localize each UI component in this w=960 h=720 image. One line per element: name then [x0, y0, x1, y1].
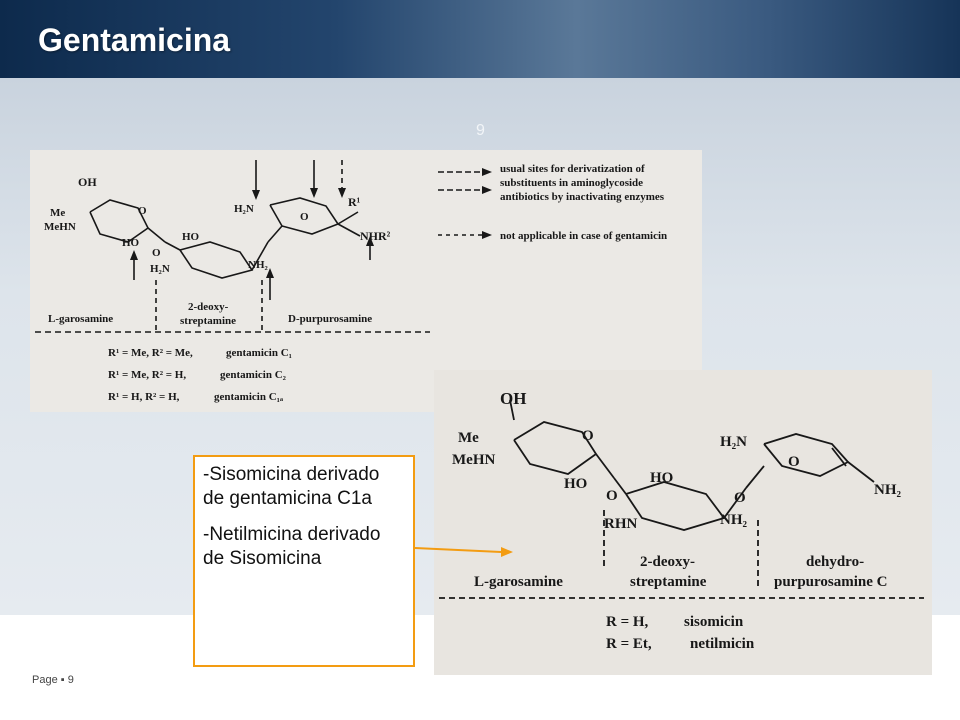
atom-label: HO: [564, 476, 587, 492]
footer-separator: ▪: [60, 674, 65, 686]
sisomicin-structure-figure: OH Me MeHN HO O HO RHN NH₂ H₂N O NH₂ O O…: [434, 370, 932, 675]
atom-label: NHR²: [360, 229, 391, 243]
ring-label: streptamine: [180, 315, 236, 327]
atom-label: Me: [458, 430, 479, 446]
atom-label: OH: [78, 175, 97, 189]
atom-label: HO: [122, 237, 140, 249]
gentamicin-structure-figure: OH Me MeHN HO O HO H₂N NH₂ H₂N R¹ NHR² O…: [30, 150, 702, 412]
callout-netilmicina: -Netilmicina derivado de Sisomicina: [203, 524, 381, 569]
callout-box: -Sisomicina derivado de gentamicina C1a …: [193, 455, 415, 667]
atom-label: NH₂: [720, 512, 748, 528]
atom-label: HO: [650, 470, 673, 486]
atom-label: O: [138, 205, 147, 217]
ring-label: streptamine: [630, 574, 707, 590]
atom-label: O: [606, 488, 618, 504]
ring-label: purpurosamine C: [774, 574, 888, 590]
variant-r-values: R = Et,: [606, 636, 652, 652]
variant-name: gentamicin C₁: [226, 347, 292, 359]
atom-label: H₂N: [234, 203, 254, 215]
atom-label: MeHN: [452, 452, 495, 468]
legend-line: antibiotics by inactivating enzymes: [500, 191, 665, 203]
ring-label: 2-deoxy-: [188, 301, 229, 313]
footer-label: Page: [32, 674, 58, 686]
variant-r-values: R = H,: [606, 614, 649, 630]
atom-label: OH: [500, 389, 526, 408]
header-bar: [0, 0, 960, 78]
atom-label: H₂N: [150, 263, 170, 275]
legend-line: usual sites for derivatization of: [500, 163, 645, 175]
atom-label: RHN: [604, 516, 638, 532]
ring-label: 2-deoxy-: [640, 554, 695, 570]
atom-label: NH₂: [248, 259, 269, 271]
variant-r-values: R¹ = Me, R² = H,: [108, 369, 186, 381]
atom-label: HO: [182, 231, 200, 243]
atom-label: R¹: [348, 195, 361, 209]
slide-title: Gentamicina: [38, 22, 231, 58]
callout-sisomicina: -Sisomicina derivado de gentamicina C1a: [203, 464, 380, 509]
variant-name: gentamicin C₁ₐ: [214, 391, 284, 403]
atom-label: NH₂: [874, 482, 902, 498]
atom-label: Me: [50, 207, 65, 219]
arrow-right-icon: [415, 547, 513, 557]
atom-label: H₂N: [720, 434, 747, 450]
variant-name: sisomicin: [684, 614, 744, 630]
legend-line: not applicable in case of gentamicin: [500, 230, 667, 242]
gentamicin-structure-drawing: OH Me MeHN HO O HO H₂N NH₂ H₂N R¹ NHR² O…: [35, 160, 667, 403]
ring-label: D-purpurosamine: [288, 313, 372, 325]
atom-label: O: [300, 211, 309, 223]
variant-name: gentamicin C₂: [220, 369, 287, 381]
atom-label: O: [582, 428, 594, 444]
variant-r-values: R¹ = Me, R² = Me,: [108, 347, 193, 359]
sisomicin-structure-drawing: OH Me MeHN HO O HO RHN NH₂ H₂N O NH₂ O O…: [439, 389, 924, 652]
watermark-number: 9: [476, 122, 485, 139]
footer-page-number: 9: [67, 674, 74, 686]
variant-name: netilmicin: [690, 636, 755, 652]
variant-r-values: R¹ = H, R² = H,: [108, 391, 180, 403]
ring-label: dehydro-: [806, 554, 864, 570]
atom-label: O: [788, 454, 800, 470]
atom-label: O: [152, 247, 161, 259]
ring-label: L-garosamine: [474, 574, 563, 590]
legend-line: substituents in aminoglycoside: [500, 177, 643, 189]
atom-label: O: [734, 490, 746, 506]
ring-label: L-garosamine: [48, 313, 113, 325]
page-footer: Page ▪ 9: [32, 674, 74, 686]
atom-label: MeHN: [44, 221, 76, 233]
